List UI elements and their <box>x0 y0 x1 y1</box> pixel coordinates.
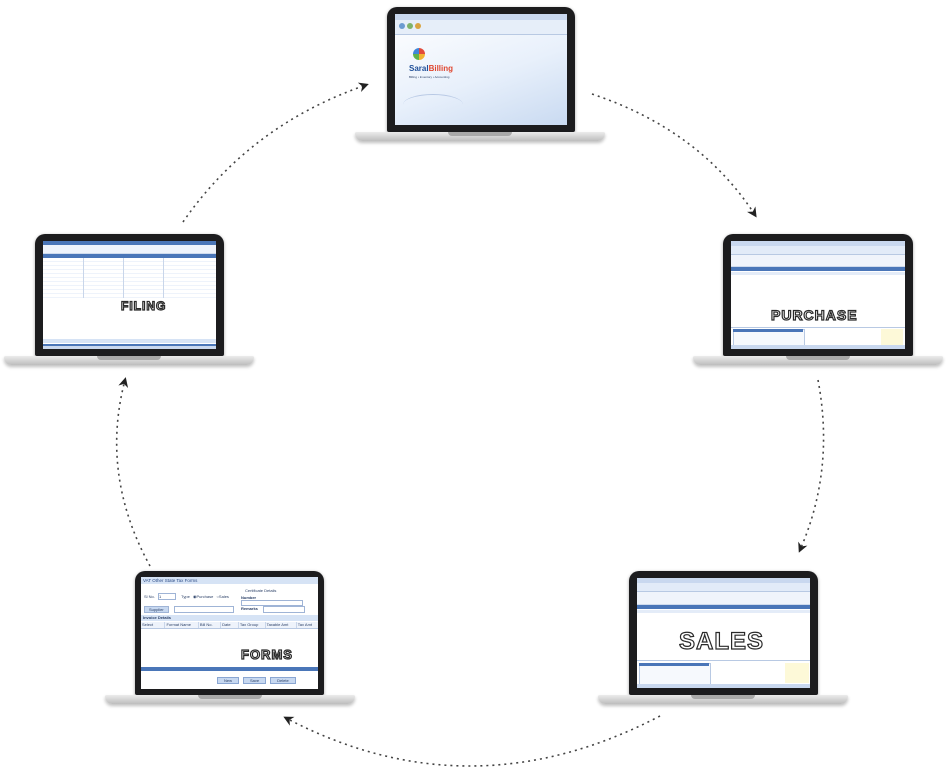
saral-logo-icon <box>413 48 425 60</box>
type-label: Type <box>181 594 190 599</box>
sl-no-label: Sl No. <box>144 594 155 599</box>
home-screen: SaralBilling Billing • Inventory • Accou… <box>395 14 567 125</box>
laptop-purchase-bezel: PURCHASE <box>723 234 913 356</box>
home-swoosh <box>403 94 463 115</box>
laptop-filing: FILING <box>4 234 254 367</box>
col-bill-no[interactable]: Bill No. <box>199 622 222 628</box>
arrow-sales-to-forms <box>283 715 661 767</box>
invoice-details-title: Invoice Details <box>141 615 318 621</box>
brand-second: Billing <box>428 64 454 73</box>
sales-screen: SALES <box>637 578 810 688</box>
delete-button[interactable]: Delete <box>270 677 296 684</box>
brand-tagline: Billing • Inventory • Accounting <box>409 75 450 79</box>
supplier-field[interactable] <box>174 606 234 613</box>
laptop-sales: SALES <box>598 571 848 707</box>
laptop-sales-bezel: SALES <box>629 571 818 695</box>
save-button[interactable]: Save <box>243 677 267 684</box>
arrow-filing-to-home <box>182 82 369 223</box>
col-tax-amt[interactable]: Tax Amt <box>297 622 313 627</box>
laptop-home-base <box>355 132 605 141</box>
remarks-field[interactable] <box>263 606 305 613</box>
laptop-purchase-base <box>693 356 943 365</box>
laptop-forms-base <box>105 695 355 704</box>
forms-screen: VAT Other State Tax Forms Sl No. 1 Type … <box>141 577 318 689</box>
arrow-home-to-purchase <box>591 93 757 218</box>
brand-first: Saral <box>409 64 429 73</box>
new-button[interactable]: New <box>217 677 240 684</box>
forms-window-title: VAT Other State Tax Forms <box>141 577 318 584</box>
filing-table <box>43 258 216 298</box>
number-label: Number <box>241 595 257 600</box>
laptop-home-bezel: SaralBilling Billing • Inventory • Accou… <box>387 7 575 132</box>
type-option-purchase: Purchase <box>196 594 214 599</box>
purchase-label: PURCHASE <box>770 306 858 323</box>
laptop-home: SaralBilling Billing • Inventory • Accou… <box>355 7 605 144</box>
type-option-sales: Sales <box>218 594 229 599</box>
laptop-forms: VAT Other State Tax Forms Sl No. 1 Type … <box>105 571 355 707</box>
arrow-forms-to-filing <box>115 377 151 567</box>
col-format-name[interactable]: Format Name <box>165 622 199 628</box>
laptop-forms-bezel: VAT Other State Tax Forms Sl No. 1 Type … <box>135 571 324 695</box>
col-select[interactable]: Select <box>141 622 166 628</box>
filing-screen: FILING <box>43 241 216 349</box>
forms-scrollbar[interactable] <box>141 667 318 671</box>
laptop-sales-base <box>598 695 848 704</box>
home-ribbon <box>395 20 567 35</box>
type-radio-purchase[interactable]: ◉ <box>192 594 197 599</box>
arrow-purchase-to-sales <box>798 379 825 553</box>
type-radio-sales[interactable]: ○ <box>216 594 219 599</box>
col-date[interactable]: Date <box>221 622 239 628</box>
forms-label: FORMS <box>240 646 293 662</box>
remarks-label: Remarks <box>241 606 258 611</box>
laptop-purchase: PURCHASE <box>693 234 943 367</box>
brand-name: SaralBilling <box>409 64 453 73</box>
col-tax-group[interactable]: Tax Group <box>239 622 266 628</box>
invoice-table-header: Select Format Name Bill No. Date Tax Gro… <box>141 622 318 629</box>
col-taxable-amt[interactable]: Taxable Amt <box>266 622 297 628</box>
laptop-filing-base <box>4 356 254 365</box>
filing-label: FILING <box>120 298 167 313</box>
number-field[interactable] <box>241 600 303 606</box>
home-titlebar <box>395 14 567 20</box>
certificate-details-title: Certificate Details <box>245 588 277 593</box>
purchase-screen: PURCHASE <box>731 241 905 349</box>
supplier-button[interactable]: Supplier <box>144 606 169 613</box>
sales-label: SALES <box>678 627 765 655</box>
sl-no-field[interactable]: 1 <box>158 593 177 600</box>
laptop-filing-bezel: FILING <box>35 234 224 356</box>
